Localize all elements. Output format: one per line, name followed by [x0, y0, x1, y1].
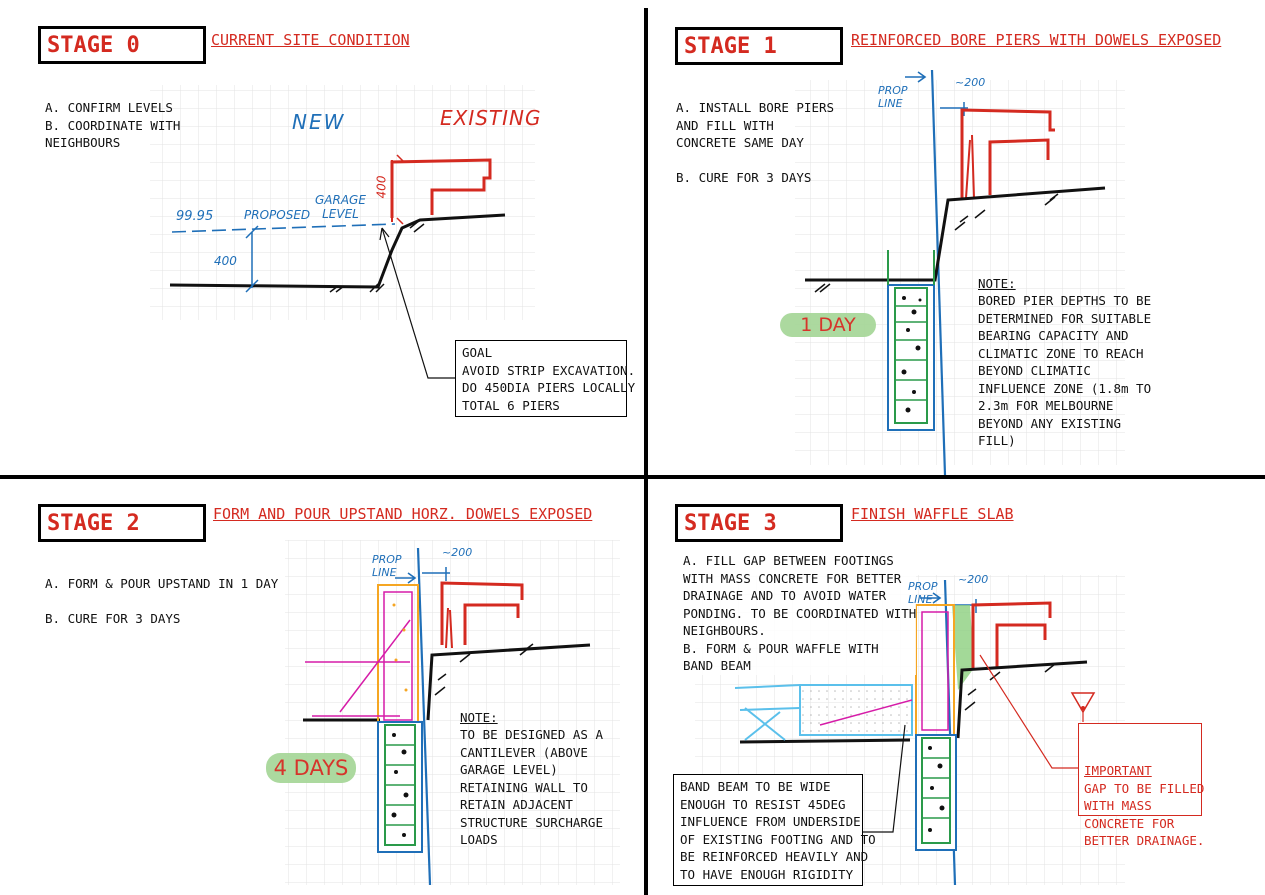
stage0-title: CURRENT SITE CONDITION — [211, 31, 410, 49]
stage3-title: FINISH WAFFLE SLAB — [851, 505, 1014, 523]
stage2-grid — [285, 540, 620, 885]
stage1-grid — [795, 80, 1125, 465]
stage2-note-head: NOTE: — [460, 710, 498, 725]
stage1-prop-line: PROP LINE — [878, 84, 908, 110]
stage2-dim-200: ~200 — [442, 546, 473, 559]
horizontal-divider — [0, 475, 1265, 479]
stage1-dim-200: ~200 — [955, 76, 986, 89]
proposed-label: PROPOSED — [244, 208, 311, 222]
band-beam-box: BAND BEAM TO BE WIDE ENOUGH TO RESIST 45… — [673, 774, 876, 886]
important-head: IMPORTANT — [1084, 763, 1152, 778]
stage2-label: STAGE 2 — [38, 504, 206, 542]
stage0-label: STAGE 0 — [38, 26, 206, 64]
stage3-notes: A. FILL GAP BETWEEN FOOTINGS WITH MASS C… — [683, 552, 917, 675]
stage0-drawing — [169, 154, 506, 379]
stage1-note-head: NOTE: — [978, 276, 1016, 291]
stage1-day-badge: 1 DAY — [780, 313, 876, 337]
stage1-label: STAGE 1 — [675, 27, 843, 65]
dim-400-red: 400 — [374, 175, 389, 199]
goal-box: GOAL AVOID STRIP EXCAVATION. DO 450DIA P… — [455, 340, 635, 417]
stage3-label: STAGE 3 — [675, 504, 843, 542]
garage-level-label: GARAGE LEVEL — [315, 193, 366, 221]
stage1-drawing — [805, 69, 1106, 476]
existing-label: EXISTING — [440, 106, 542, 130]
stage1-notes: A. INSTALL BORE PIERS AND FILL WITH CONC… — [676, 100, 835, 185]
stage3-dim-200: ~200 — [958, 573, 989, 586]
stage2-day-badge: 4 DAYS — [266, 753, 356, 783]
stage3-prop-line: PROP LINE — [908, 580, 938, 606]
stage2-title: FORM AND POUR UPSTAND HORZ. DOWELS EXPOS… — [213, 505, 593, 523]
stage0-grid — [150, 85, 535, 320]
stage0-notes: A. CONFIRM LEVELS B. COORDINATE WITH NEI… — [45, 100, 181, 150]
level-label: 99.95 — [176, 209, 214, 224]
dim-400-blue: 400 — [214, 254, 237, 268]
stage1-title: REINFORCED BORE PIERS WITH DOWELS EXPOSE… — [851, 31, 1222, 49]
stage2-prop-line: PROP LINE — [372, 553, 402, 579]
stage1-note-body: BORED PIER DEPTHS TO BE DETERMINED FOR S… — [978, 293, 1152, 448]
important-box: IMPORTANT GAP TO BE FILLED WITH MASS CONC… — [1078, 723, 1204, 848]
stage2-notes: A. FORM & POUR UPSTAND IN 1 DAY B. CURE … — [45, 576, 279, 626]
vertical-divider — [644, 8, 648, 895]
new-label: NEW — [292, 110, 346, 134]
stage2-note-body: TO BE DESIGNED AS A CANTILEVER (ABOVE GA… — [460, 727, 603, 847]
stage2-drawing — [303, 547, 591, 886]
important-body: GAP TO BE FILLED WITH MASS CONCRETE FOR … — [1084, 780, 1205, 849]
